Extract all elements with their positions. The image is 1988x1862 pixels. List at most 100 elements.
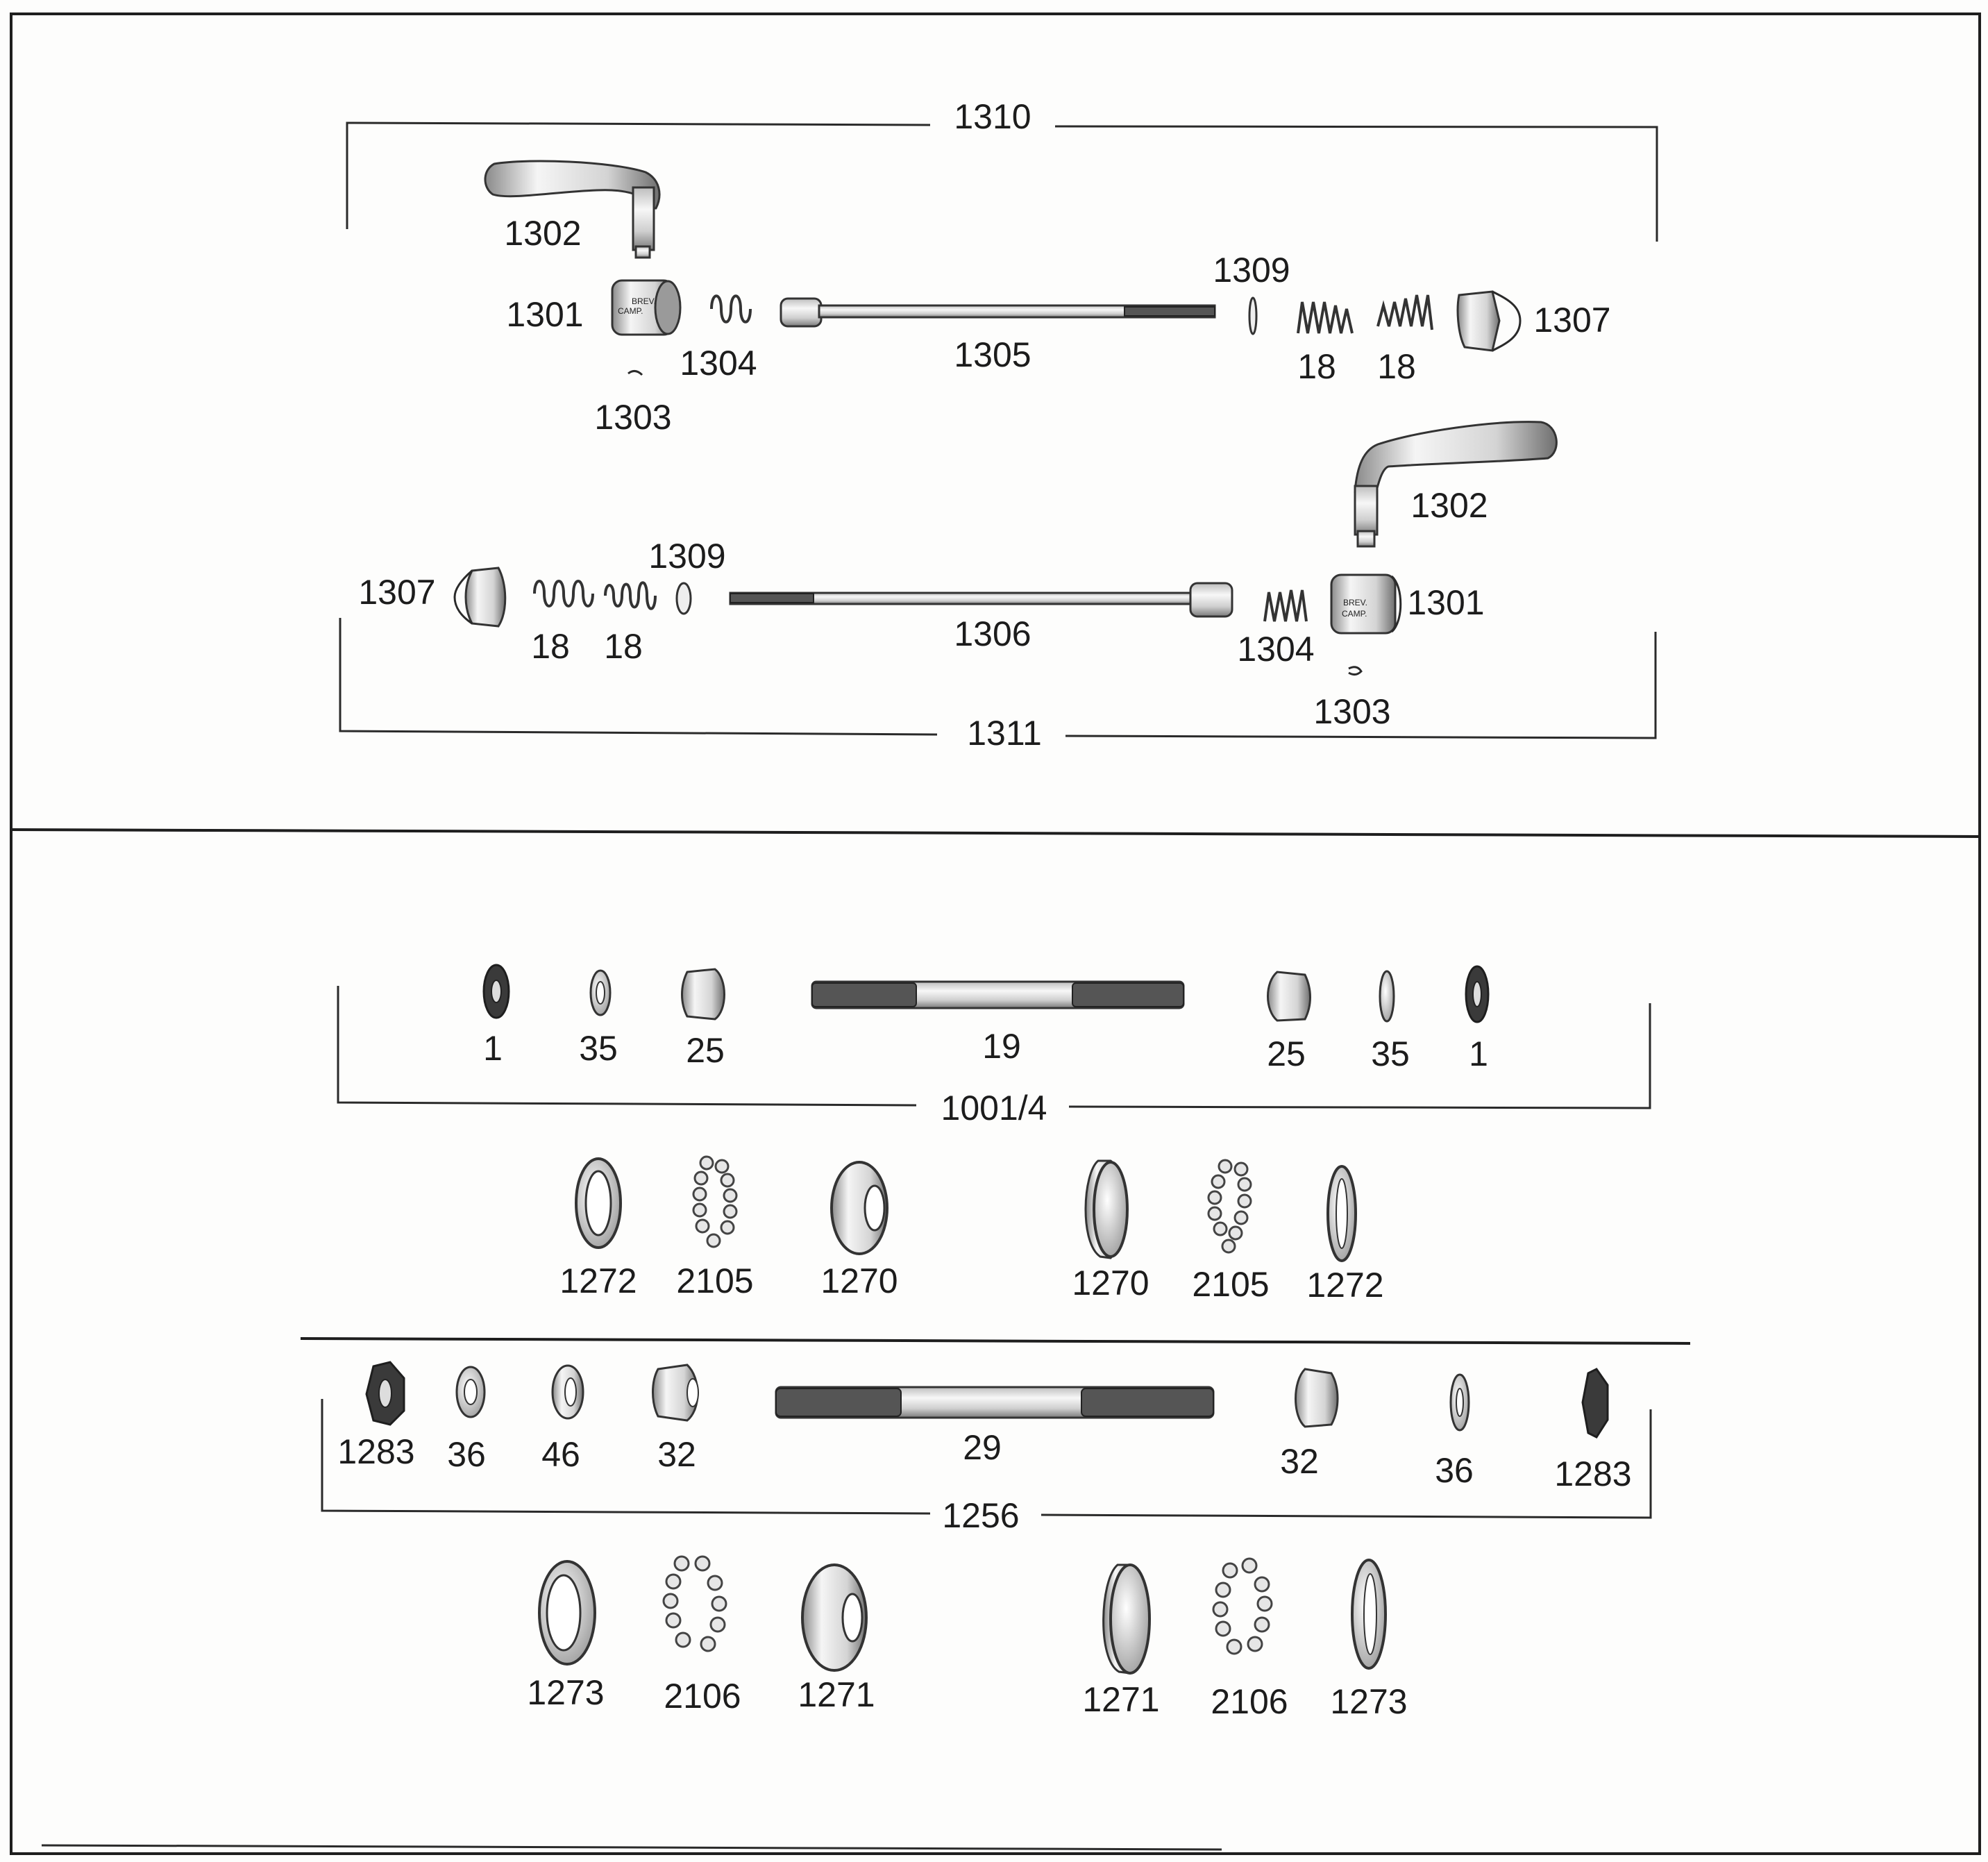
label-spring: 1304 [680,344,757,383]
pin-small [1348,666,1363,676]
washer-thin [675,582,692,615]
group-bracket-1311-right [1065,632,1657,739]
label-part: 36 [1435,1451,1474,1490]
cam-housing: BREV. CAMP. [611,279,682,336]
washer-hole [464,1379,478,1405]
label-part: 1270 [1072,1264,1149,1302]
label-spring-b: 18 [1377,347,1416,386]
label-part: 1272 [1306,1266,1383,1305]
front-bearings-group: 1272 2105 1270 1270 2105 1272 [559,1155,1384,1305]
skewer-rod [729,582,1233,618]
rear-bearings-group: 1273 2106 1271 1271 2106 1273 [527,1555,1408,1721]
label-part: 1 [1469,1034,1488,1073]
label-part: 2105 [676,1261,753,1300]
label-part: 46 [541,1435,580,1474]
dust-cap-hole [1363,1573,1377,1655]
label-lever: 1302 [504,214,581,253]
label-part: 1273 [527,1673,604,1712]
label-part: 1273 [1330,1682,1407,1721]
label-nut: 1307 [358,573,435,612]
group-bracket-1256-right [1041,1409,1652,1519]
dust-cap-hole [546,1574,582,1652]
label-washer: 1309 [1213,251,1290,290]
label-part: 29 [963,1428,1002,1467]
axle [775,1386,1215,1419]
label-part: 1270 [820,1261,898,1300]
label-part: 35 [579,1029,618,1068]
cam-housing: BREV. CAMP. [1330,573,1402,635]
group-bracket-1310-right [1054,125,1658,242]
spring-small [710,294,752,324]
ball-bearings [1207,1159,1252,1254]
bearing-cup [1102,1563,1151,1675]
group-label-1001-4: 1001/4 [941,1089,1047,1127]
rear-section-divider [300,1337,1691,1345]
label-part: 36 [447,1435,486,1474]
section-divider [10,828,1980,838]
adjusting-nut [453,567,507,628]
ball-bearings [692,1155,738,1248]
hex-locknut-hole [378,1379,392,1408]
ball-bearings-caged [1212,1557,1273,1655]
outer-frame [10,12,1981,1855]
bearing-cup [830,1161,888,1255]
label-part: 19 [982,1027,1021,1066]
dust-cap-hole [1336,1178,1348,1249]
label-cam-housing: 1301 [1407,583,1484,622]
label-pin: 1303 [594,398,671,437]
label-cam-housing: 1301 [506,295,583,334]
label-part: 2105 [1192,1265,1269,1304]
label-part: 1271 [798,1675,875,1714]
label-nut: 1307 [1533,301,1610,339]
ball-bearings-caged [662,1555,727,1652]
label-spring-b: 18 [604,627,643,666]
group-bracket-1310 [346,121,931,229]
label-part: 2106 [1211,1682,1288,1721]
group-label-1310: 1310 [954,97,1031,136]
front-axle-group: 1001/4 1 35 25 19 25 35 1 [337,964,1651,1127]
cone-hole [686,1378,699,1407]
spring-conical-b [1376,294,1433,330]
washer-hole [1456,1388,1464,1417]
pin-small [627,370,643,376]
cam-housing-text-2: CAMP. [618,306,643,316]
cone [1295,1368,1339,1428]
locknut-hole [1472,981,1482,1007]
spacer-hole [564,1377,577,1407]
label-part: 1271 [1082,1680,1159,1719]
skewer-rod [780,297,1216,328]
label-part: 1283 [1554,1454,1631,1493]
group-bracket-1001-4-right [1068,1003,1651,1109]
label-part: 25 [1267,1034,1306,1073]
hex-locknut [1581,1368,1609,1439]
group-bracket-1311 [339,618,938,736]
cone [652,1364,699,1422]
spring-coil-b [604,581,657,610]
locknut-hole [491,980,502,1003]
group-label-1311: 1311 [967,714,1042,753]
washer [1379,970,1395,1023]
quick-release-lever [1354,421,1558,548]
bottom-edge-line [41,1844,1222,1851]
label-spring-a: 18 [1297,347,1336,386]
label-part: 32 [1280,1442,1319,1481]
axle [811,980,1185,1009]
label-pin: 1303 [1313,692,1390,731]
quick-release-lever [484,160,661,259]
dust-cap-hole [584,1170,612,1236]
label-washer: 1309 [648,537,725,576]
label-lever: 1302 [1410,486,1488,525]
label-part: 2106 [664,1677,741,1716]
group-bracket-1001-4 [337,986,917,1107]
cam-housing-text-1: BREV. [632,296,656,306]
adjusting-nut [1456,290,1522,352]
label-rod: 1305 [954,335,1031,374]
spring-conical-a [1297,301,1354,334]
cam-housing-text-2: CAMP. [1342,609,1367,619]
bearing-cup [801,1563,868,1672]
skewer-front-group: 1310 1302 BREV. CAMP. 1301 1303 1304 130… [346,97,1658,437]
label-rod: 1306 [954,614,1031,653]
group-label-1256: 1256 [942,1496,1019,1535]
label-part: 1 [483,1029,503,1068]
